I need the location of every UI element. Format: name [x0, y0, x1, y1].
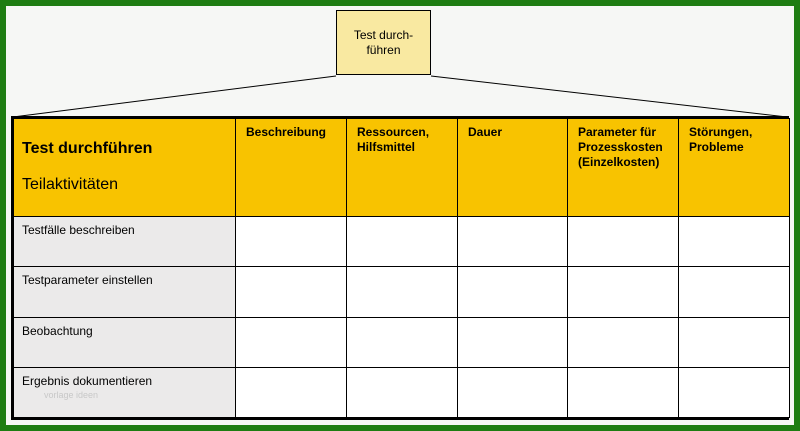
header-title-cell: Test durchführen Teilaktivitäten: [13, 118, 236, 217]
row-label: Beobachtung: [13, 316, 236, 368]
table-cell: [457, 366, 568, 419]
table-cell: [678, 366, 790, 419]
table-cell: [235, 266, 347, 318]
column-header: Dauer: [457, 118, 568, 217]
watermark: vorlage ideen: [44, 389, 99, 400]
table-subtitle: Teilaktivitäten: [22, 176, 119, 193]
table-cell: [346, 266, 458, 318]
table-cell: [346, 215, 458, 268]
table-cell: [567, 266, 679, 318]
column-header: Ressourcen, Hilfsmittel: [346, 118, 458, 217]
table-cell: [567, 215, 679, 268]
table-row: Testfälle beschreiben: [13, 215, 790, 268]
table-row: Ergebnis dokumentieren vorlage ideen: [13, 366, 790, 419]
table-cell: [567, 316, 679, 368]
row-label: Ergebnis dokumentieren: [22, 373, 153, 388]
table-cell: [567, 366, 679, 419]
table-cell: [678, 215, 790, 268]
column-header: Parameter für Prozesskosten (Einzelkoste…: [567, 118, 679, 217]
table-cell: [678, 316, 790, 368]
row-label: Testfälle beschreiben: [13, 215, 236, 268]
table-row: Beobachtung: [13, 316, 790, 368]
table-row: Testparameter einstellen: [13, 266, 790, 318]
row-label: Testparameter einstellen: [13, 266, 236, 318]
parent-activity-box: Test durch- führen: [336, 10, 431, 75]
row-label-cell: Ergebnis dokumentieren vorlage ideen: [13, 366, 236, 419]
table-cell: [457, 316, 568, 368]
table-cell: [457, 215, 568, 268]
column-header: Störungen, Probleme: [678, 118, 790, 217]
table-cell: [678, 266, 790, 318]
table-cell: [346, 366, 458, 419]
table-cell: [346, 316, 458, 368]
activity-table: Test durchführen Teilaktivitäten Beschre…: [11, 116, 790, 420]
table-cell: [235, 215, 347, 268]
table-cell: [457, 266, 568, 318]
table-header-row: Test durchführen Teilaktivitäten Beschre…: [13, 118, 790, 217]
table-cell: [235, 316, 347, 368]
table-title: Test durchführen: [22, 140, 153, 157]
column-header: Beschreibung: [235, 118, 347, 217]
table-cell: [235, 366, 347, 419]
